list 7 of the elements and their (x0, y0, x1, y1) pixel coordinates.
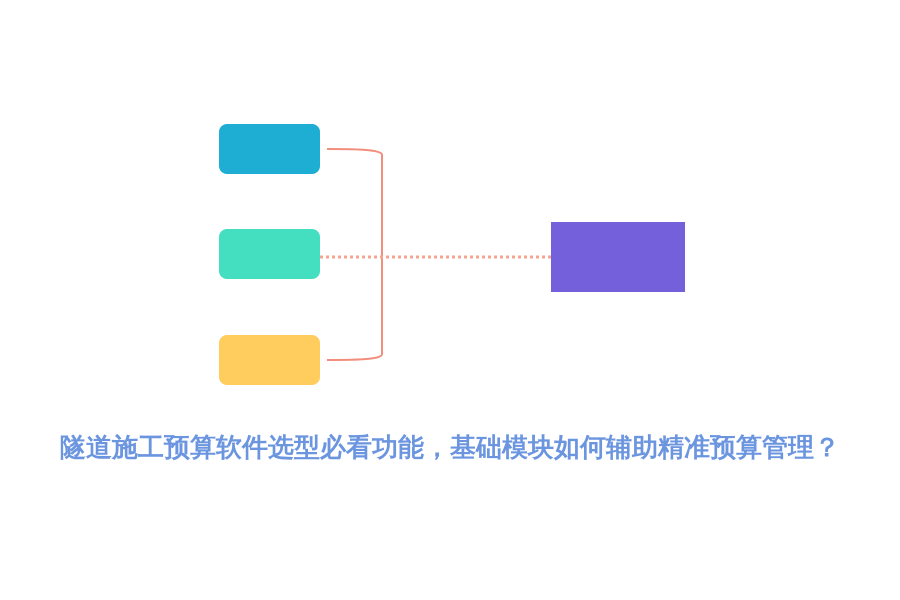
dotted-connector (320, 256, 551, 258)
color-block (219, 229, 320, 279)
color-block (551, 222, 685, 292)
color-block (219, 335, 320, 385)
bracket-connector (327, 148, 383, 361)
color-block (219, 124, 320, 174)
title: 隧道施工预算软件选型必看功能，基础模块如何辅助精准预算管理？ (59, 432, 841, 465)
